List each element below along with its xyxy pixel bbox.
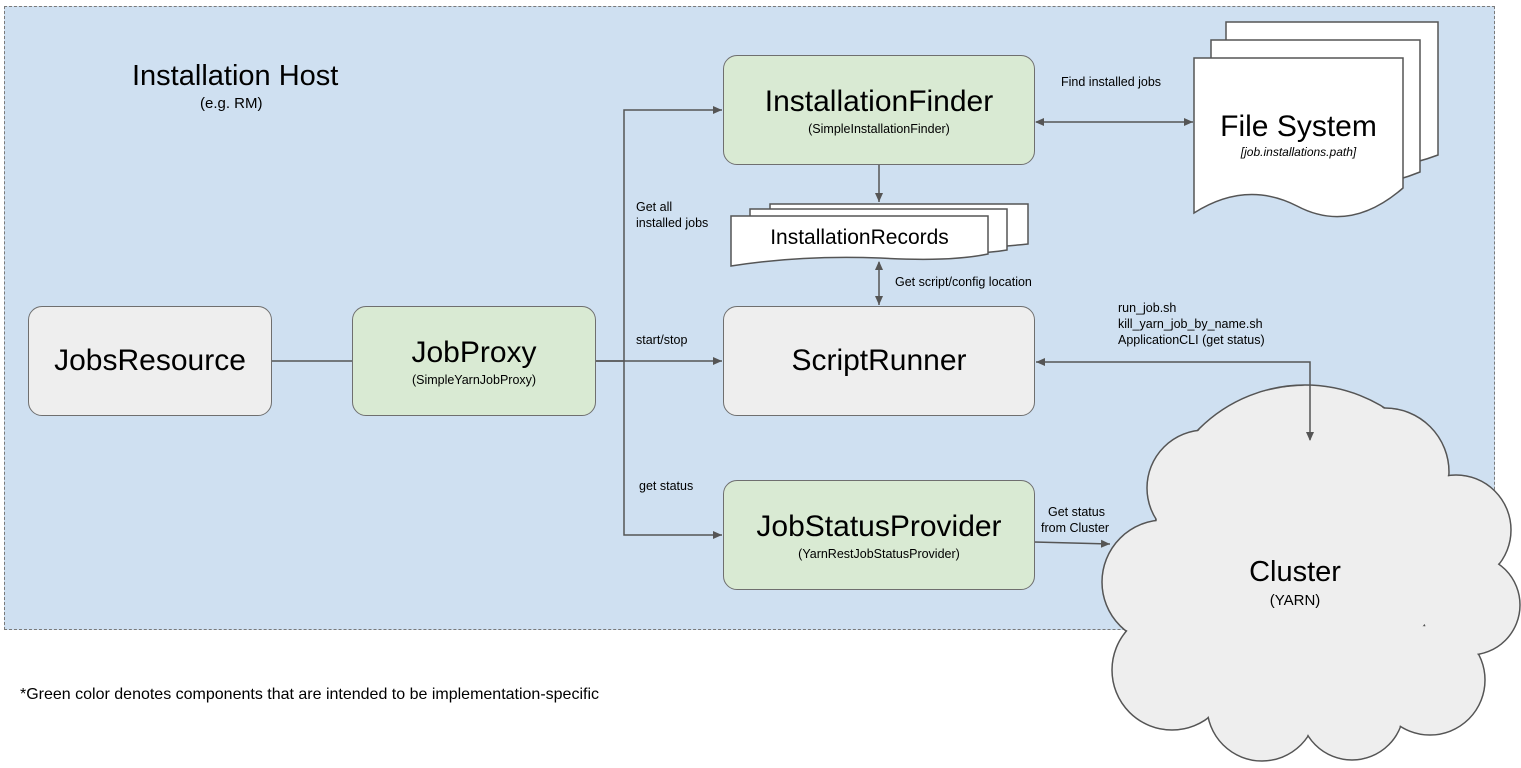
cluster-cloud-fill [1103,386,1519,760]
get-status-from-cluster-label-line1: Get status [1048,505,1105,519]
get-status-from-cluster-label-line2: from Cluster [1041,521,1110,535]
cluster-name: Cluster [1249,556,1341,588]
file-system-path: [job.installations.path] [1240,145,1357,159]
get-script-config-location-label: Get script/config location [895,275,1032,289]
jobs-resource-box: JobsResource [28,306,272,416]
script-list-line1: run_job.sh [1118,301,1177,315]
get-status-label: get status [639,479,694,493]
file-system-name: File System [1220,110,1377,143]
legend-footnote: *Green color denotes components that are… [20,686,600,703]
get-all-installed-jobs-label-line2: installed jobs [636,216,709,230]
jobs-resource-name: JobsResource [54,344,246,377]
job-proxy-name: JobProxy [411,335,537,369]
jobproxy-to-jobstatusprovider-arrow [623,361,722,539]
installation-host-subtitle: (e.g. RM) [200,95,263,112]
script-runner-box: ScriptRunner [723,306,1035,416]
installation-host-title: Installation Host [132,60,339,92]
job-proxy-impl: (SimpleYarnJobProxy) [411,372,537,387]
installation-finder-box: InstallationFinder (SimpleInstallationFi… [723,55,1035,165]
script-runner-name: ScriptRunner [791,344,967,377]
installation-records-document-stack [730,203,1029,267]
scriptrunner-cluster-arrow [1036,358,1314,441]
job-status-provider-box: JobStatusProvider (YarnRestJobStatusProv… [723,480,1035,590]
installation-records-name: InstallationRecords [770,226,949,249]
jobstatusprovider-to-cluster-arrow [1033,539,1111,548]
job-status-provider-impl: (YarnRestJobStatusProvider) [798,546,960,561]
file-system-document-stack [1193,21,1439,218]
cluster-subtitle: (YARN) [1269,592,1321,609]
jobproxy-to-installationfinder-arrow [596,106,722,362]
get-all-installed-jobs-label-line1: Get all [636,200,673,214]
installation-finder-name: InstallationFinder [764,84,994,118]
job-status-provider-name: JobStatusProvider [756,509,1002,543]
script-list-line2: kill_yarn_job_by_name.sh [1118,317,1263,331]
job-proxy-box: JobProxy (SimpleYarnJobProxy) [352,306,596,416]
installation-finder-impl: (SimpleInstallationFinder) [808,121,950,136]
script-list-line3: ApplicationCLI (get status) [1118,333,1265,347]
find-installed-jobs-label: Find installed jobs [1061,75,1162,89]
start-stop-label: start/stop [636,333,688,347]
